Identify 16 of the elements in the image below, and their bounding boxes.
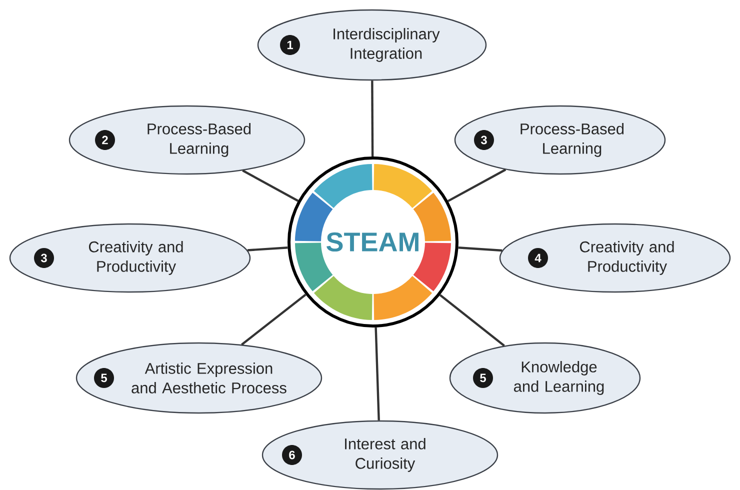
connector-line bbox=[448, 168, 506, 202]
connector-line bbox=[458, 246, 502, 252]
number-badge: 5 bbox=[473, 368, 493, 388]
number-badge: 6 bbox=[282, 444, 302, 465]
number-badge: 4 bbox=[528, 248, 548, 268]
number-badge: 2 bbox=[95, 130, 115, 150]
number-badge: 1 bbox=[280, 35, 300, 55]
connector-line bbox=[439, 294, 505, 347]
connector-line bbox=[247, 246, 288, 252]
connector-line bbox=[374, 327, 380, 420]
connector-line bbox=[371, 80, 374, 156]
connector-line bbox=[241, 294, 306, 346]
number-badge: 5 bbox=[94, 368, 114, 388]
connector-line bbox=[242, 170, 299, 202]
number-badge: 3 bbox=[34, 248, 54, 268]
number-badge: 3 bbox=[474, 130, 494, 150]
